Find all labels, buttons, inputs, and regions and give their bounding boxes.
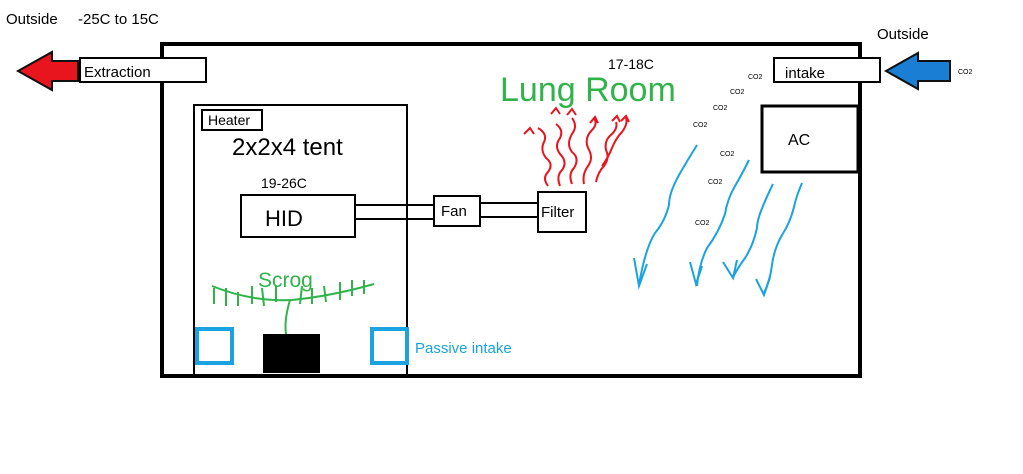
ducting (355, 202, 539, 220)
co2-label: CO2 (958, 69, 973, 76)
filter-box (537, 191, 587, 233)
intake-duct (773, 57, 881, 83)
outside-right-label: Outside (877, 26, 929, 43)
extraction-label: Extraction (84, 64, 151, 81)
heater-box (201, 109, 263, 131)
cool-air-icon (633, 144, 803, 298)
plant-pot (263, 334, 320, 373)
grow-tent-outline (193, 104, 408, 376)
co2-markers: CO2 CO2 CO2 CO2 CO2 CO2 CO2 CO2 (693, 69, 973, 227)
co2-label: CO2 (748, 74, 763, 81)
tent-label: 2x2x4 tent (232, 134, 343, 161)
passive-intake-right (370, 327, 409, 365)
hid-label: HID (265, 206, 303, 231)
exhaust-arrow-icon (15, 50, 79, 92)
room-temperature-label: 17-18C (608, 56, 654, 72)
scrog-plant-icon (211, 280, 375, 335)
passive-intake-label: Passive intake (415, 340, 512, 357)
lung-room-outline (160, 42, 862, 378)
co2-label: CO2 (730, 89, 745, 96)
co2-label: CO2 (693, 122, 708, 129)
ac-label: AC (788, 132, 810, 149)
co2-label: CO2 (708, 179, 723, 186)
co2-label: CO2 (713, 105, 728, 112)
lung-room-title: Lung Room (500, 71, 676, 109)
filter-label: Filter (541, 204, 574, 221)
intake-label: intake (785, 65, 825, 82)
scrog-label: Scrog (258, 269, 313, 292)
co2-label: CO2 (695, 220, 710, 227)
extraction-duct (79, 57, 207, 83)
co2-label: CO2 (720, 151, 735, 158)
ac-unit (760, 104, 860, 174)
passive-intake-left (195, 327, 234, 365)
fan-box (433, 195, 481, 227)
outside-left-label: Outside (6, 11, 58, 28)
tent-temperature-label: 19-26C (261, 175, 307, 191)
intake-arrow-icon (883, 51, 951, 91)
heater-label: Heater (208, 112, 250, 128)
fan-label: Fan (441, 203, 467, 220)
hid-light (240, 194, 356, 238)
outside-temperature-label: -25C to 15C (78, 11, 159, 28)
warm-air-icon (523, 106, 630, 187)
